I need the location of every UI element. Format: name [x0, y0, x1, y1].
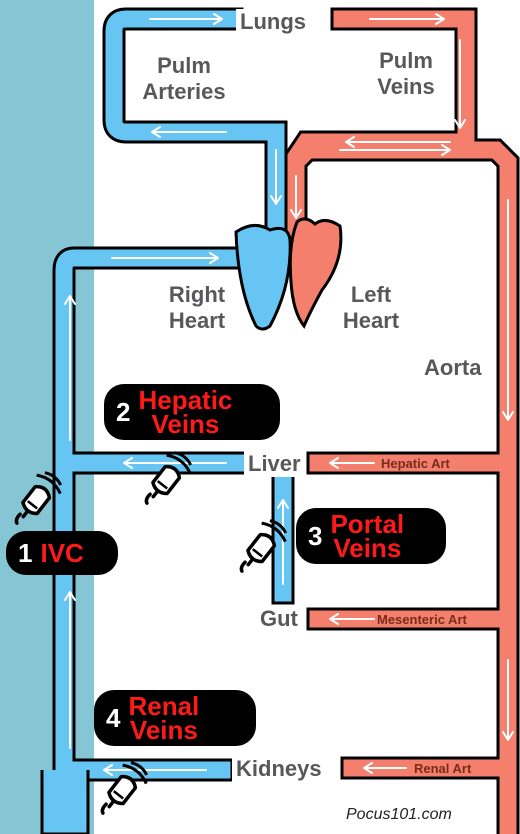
- right-heart-line2: Heart: [152, 308, 242, 334]
- view-pill-renal-veins: 4 Renal Veins: [94, 690, 256, 746]
- view-name: Renal Veins: [128, 694, 199, 742]
- pulm-arteries-label: Pulm Arteries: [124, 53, 244, 106]
- hepatic-art-label: Hepatic Art: [381, 457, 450, 471]
- liver-label: Liver: [244, 451, 305, 477]
- right-heart-chamber: [236, 225, 290, 329]
- side-panel: [0, 0, 94, 834]
- view-name-line2: Veins: [128, 718, 199, 742]
- pulm-veins-line1: Pulm: [356, 48, 456, 74]
- view-number: 3: [308, 521, 322, 552]
- left-heart-line1: Left: [326, 282, 416, 308]
- aorta-label: Aorta: [420, 355, 485, 381]
- view-number: 2: [116, 397, 130, 428]
- right-heart-label: Right Heart: [152, 282, 242, 335]
- pulm-veins-line2: Veins: [356, 74, 456, 100]
- pulm-arteries-line1: Pulm: [124, 53, 244, 79]
- view-number: 4: [106, 703, 120, 734]
- view-pill-portal-veins: 3 Portal Veins: [296, 508, 446, 564]
- left-heart-line2: Heart: [326, 308, 416, 334]
- left-heart-label: Left Heart: [326, 282, 416, 335]
- mesenteric-art-label: Mesenteric Art: [377, 613, 467, 627]
- view-pill-hepatic-veins: 2 Hepatic Veins: [104, 384, 280, 440]
- right-heart-line1: Right: [152, 282, 242, 308]
- view-number: 1: [18, 538, 32, 569]
- lungs-label: Lungs: [236, 9, 310, 35]
- view-name: Portal Veins: [330, 512, 404, 560]
- ivc-base: [42, 770, 88, 834]
- credit-text: Pocus101.com: [346, 806, 452, 824]
- kidneys-label: Kidneys: [232, 756, 326, 782]
- renal-art-label: Renal Art: [414, 762, 471, 776]
- view-name-line2: Veins: [138, 412, 232, 436]
- pulm-arteries-line2: Arteries: [124, 79, 244, 105]
- gut-label: Gut: [256, 606, 302, 632]
- view-name: Hepatic Veins: [138, 388, 232, 436]
- view-name: IVC: [40, 541, 83, 565]
- view-pill-ivc: 1 IVC: [6, 531, 118, 575]
- pulm-veins-label: Pulm Veins: [356, 48, 456, 101]
- view-name-line2: Veins: [330, 536, 404, 560]
